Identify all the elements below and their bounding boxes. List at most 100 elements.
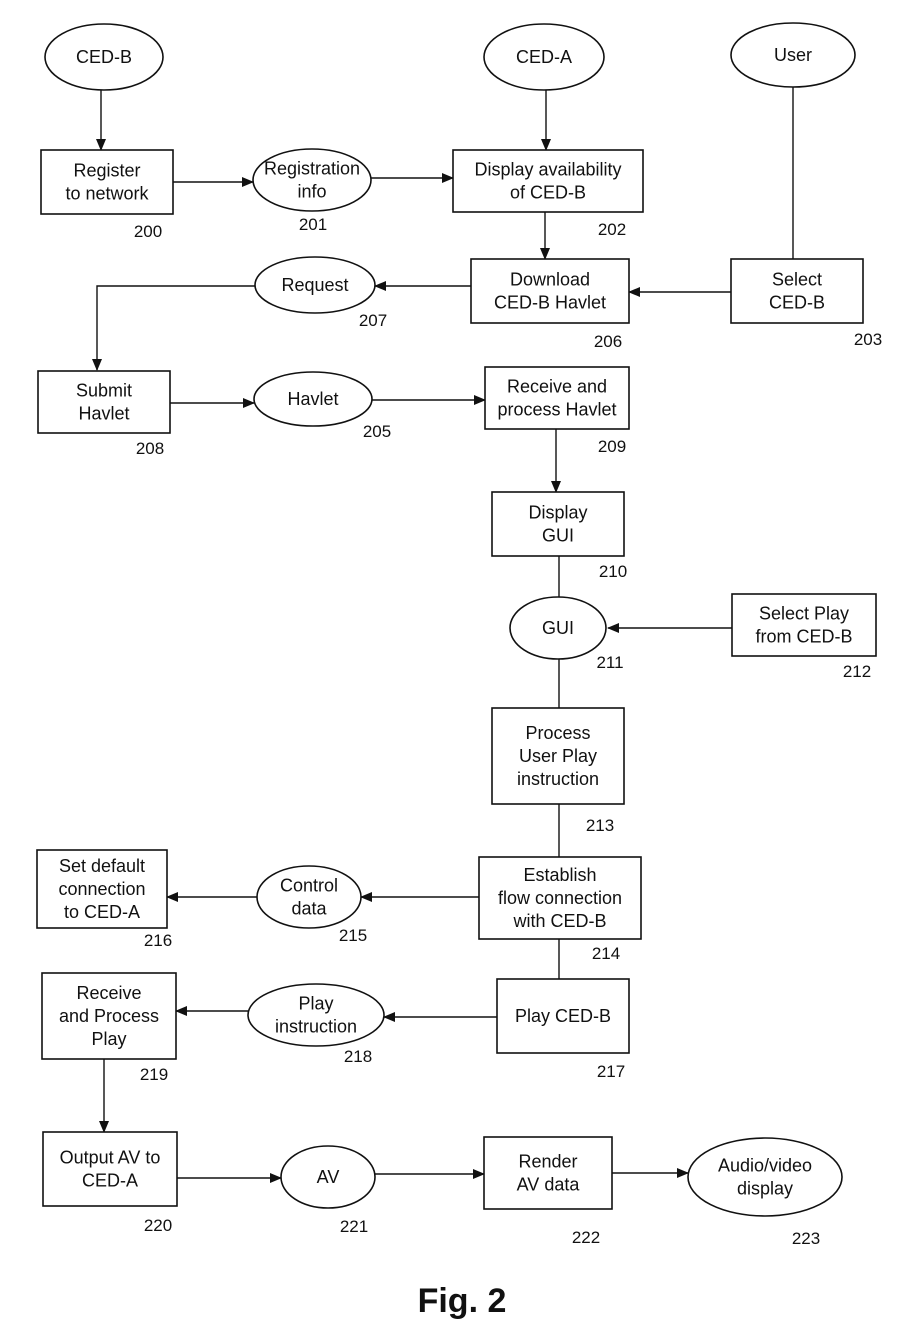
node-label: Registration [264,159,360,179]
node-label: process Havlet [497,400,616,420]
figure-caption: Fig. 2 [418,1282,507,1320]
node-label: Output AV to [60,1148,161,1168]
node-label: CED-B [76,47,132,67]
reference-number: 217 [597,1062,625,1081]
node-select-play: Select Play from CED-B 212 [732,594,876,681]
node-label: connection [58,879,145,899]
node-ced-a: CED-A [484,24,604,90]
connectors [97,87,793,1178]
reference-number: 218 [344,1047,372,1066]
node-label: CED-A [82,1171,138,1191]
connector-request-to-submit [97,286,258,370]
node-receive-havlet: Receive and process Havlet 209 [485,367,629,456]
reference-number: 200 [134,222,162,241]
nodes: CED-BCED-AUserRegisterto network200Regis… [37,23,882,1248]
node-label: to CED-A [64,902,140,922]
node-label: GUI [542,526,574,546]
reference-number: 210 [599,562,627,581]
node-label: Display [528,503,587,523]
node-label: to network [65,184,149,204]
node-label: Submit [76,381,132,401]
node-label: flow connection [498,888,622,908]
node-label: info [297,182,326,202]
node-label: from CED-B [755,627,852,647]
reference-number: 212 [843,662,871,681]
node-register: Register to network 200 [41,150,173,241]
node-label: Receive and [507,377,607,397]
reference-number: 208 [136,439,164,458]
reference-number: 202 [598,220,626,239]
node-label: of CED-B [510,183,586,203]
node-play-instr: Playinstruction218 [248,984,384,1066]
node-label: AV data [517,1175,581,1195]
ellipse-shape [688,1138,842,1216]
node-av: AV 221 [281,1146,375,1236]
node-label: Register [73,161,140,181]
node-select-cedb: SelectCED-B 203 [731,259,882,349]
node-label: display [737,1179,793,1199]
node-label: Select [772,270,822,290]
node-label: Download [510,270,590,290]
node-label: data [291,899,327,919]
reference-number: 216 [144,931,172,950]
node-label: Play [91,1029,126,1049]
node-display-avail: Display availability of CED-B 202 [453,150,643,239]
node-label: Establish [523,865,596,885]
node-receive-play: Receive and ProcessPlay 219 [42,973,176,1084]
reference-number: 203 [854,330,882,349]
node-label: Control [280,876,338,896]
node-label: with CED-B [512,911,606,931]
node-label: Process [525,723,590,743]
node-request: Request207 [255,257,387,330]
node-label: Havlet [287,389,338,409]
node-label: GUI [542,618,574,638]
node-label: Request [281,275,348,295]
node-label: User Play [519,746,597,766]
node-play-cedb: Play CED-B 217 [497,979,629,1081]
process-box-shape [484,1137,612,1209]
node-label: Receive [76,983,141,1003]
node-label: Display availability [474,160,621,180]
reference-number: 222 [572,1228,600,1247]
node-process-play: ProcessUser Play instruction 213 [492,708,624,835]
reference-number: 215 [339,926,367,945]
node-label: AV [317,1167,340,1187]
node-label: Audio/video [718,1156,812,1176]
node-label: Render [518,1152,577,1172]
node-control-data: Control data 215 [257,866,367,945]
node-establish: Establish flow connection with CED-B 214 [479,857,641,963]
node-label: and Process [59,1006,159,1026]
node-label: User [774,45,812,65]
reference-number: 219 [140,1065,168,1084]
node-gui: GUI 211 [510,597,624,672]
reference-number: 221 [340,1217,368,1236]
reference-number: 220 [144,1216,172,1235]
process-box-shape [43,1132,177,1206]
node-submit: SubmitHavlet 208 [38,371,170,458]
reference-number: 209 [598,437,626,456]
node-label: CED-B Havlet [494,293,606,313]
node-label: CED-B [769,293,825,313]
node-output-av: Output AV to CED-A 220 [43,1132,177,1235]
node-label: Play CED-B [515,1006,611,1026]
node-label: CED-A [516,47,572,67]
node-label: Set default [59,856,145,876]
node-label: Havlet [78,404,129,424]
node-label: Select Play [759,604,849,624]
node-label: instruction [517,769,599,789]
node-ced-b: CED-B [45,24,163,90]
node-render: Render AV data 222 [484,1137,612,1247]
node-havlet: Havlet 205 [254,372,391,441]
reference-number: 205 [363,422,391,441]
node-user: User [731,23,855,87]
reference-number: 201 [299,215,327,234]
node-download: DownloadCED-B Havlet 206 [471,259,629,351]
reference-number: 213 [586,816,614,835]
reference-number: 214 [592,944,620,963]
node-label: instruction [275,1017,357,1037]
node-set-default: Set default connection to CED-A216 [37,850,172,950]
reference-number: 211 [596,653,623,672]
reference-number: 206 [594,332,622,351]
node-reg-info: Registration info 201 [253,149,371,234]
